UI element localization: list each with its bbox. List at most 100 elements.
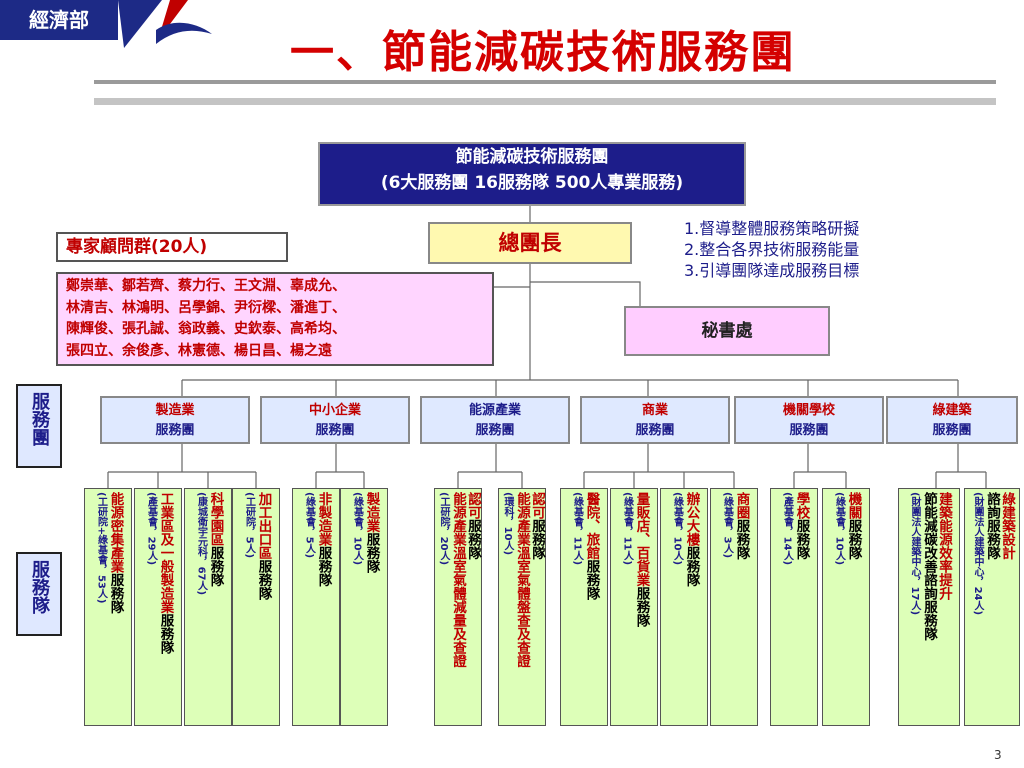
team-name-main: 綠建築設計 (999, 492, 1015, 560)
experts-line: 鄭崇華、鄒若齊、蔡力行、王文淵、辜成允、 (66, 278, 346, 294)
team-non-manufacturing: 非製造業服務隊 (綠基會，5人) (292, 488, 340, 726)
group-suffix: 服務團 (475, 423, 515, 438)
team-name: 製造業服務隊 (363, 492, 380, 725)
team-note: (綠基會，10人) (671, 492, 683, 566)
team-name: 非製造業服務隊 (315, 492, 332, 725)
team-agencies: 機關服務隊 (綠基會，10人) (822, 488, 870, 726)
team-name-head: 認可服務隊 (529, 492, 545, 725)
team-note: (工研院+綠基會，53人) (95, 492, 107, 604)
logo-swoosh-icon (118, 0, 212, 48)
team-name-suffix: 服務隊 (683, 546, 700, 587)
team-export-zone: 加工出口區服務隊 (工研院，5人) (232, 488, 280, 726)
team-name-head: 認可服務隊 (465, 492, 481, 725)
team-note: (財團法人建築中心，17人) (909, 492, 920, 616)
team-note: (環科，10人) (502, 492, 513, 556)
team-note: (財團法人建築中心，24人) (972, 492, 983, 616)
team-name-suffix: 服務隊 (733, 519, 750, 560)
label-service-teams: 服務隊 (16, 552, 62, 636)
team-name-main: 能源密集產業 (107, 492, 124, 573)
team-name: 能源密集產業服務隊 (107, 492, 124, 725)
group-suffix: 服務團 (932, 423, 972, 438)
team-name: 加工出口區服務隊 (255, 492, 272, 725)
team-name: 學校服務隊 (793, 492, 810, 725)
team-name-suffix: 服務隊 (157, 613, 174, 655)
team-name-main: 機關 (845, 492, 862, 519)
team-office-building: 辦公大樓服務隊 (綠基會，10人) (660, 488, 708, 726)
team-name-prefix: 認可 (465, 492, 481, 519)
team-name-main: 醫院、旅館 (583, 492, 600, 560)
experts-line: 張四立、余俊彥、林憲德、楊日昌、楊之遠 (66, 342, 332, 359)
team-note: (綠基會，3人) (721, 492, 733, 559)
group-name: 商業 (641, 403, 668, 418)
team-note: (康城衛宇元科，67人) (195, 492, 207, 596)
general-manager-box: 總團長 (428, 222, 632, 264)
group-name: 機關學校 (782, 403, 835, 418)
team-name-main: 工業區及一般製造業 (157, 492, 174, 614)
group-manufacturing: 製造業 服務團 (100, 396, 250, 444)
page-number: 3 (994, 748, 1002, 762)
team-name: 機關服務隊 (845, 492, 862, 725)
team-name-suffix: 節能減碳改善諮詢服務隊 (921, 492, 937, 641)
team-name-main: 能源產業溫室氣體盤查及查證 (514, 492, 530, 668)
team-note: (產基會，14人) (781, 492, 793, 566)
task-item: 1.督導整體服務策略研擬 (684, 219, 860, 238)
group-sme: 中小企業 服務團 (260, 396, 410, 444)
group-commerce: 商業 服務團 (580, 396, 730, 444)
connector-team-bar-2 (315, 444, 365, 488)
group-name: 綠建築 (932, 403, 972, 418)
team-note: (綠基會，11人) (571, 492, 583, 566)
ministry-logo: 經濟部 (0, 0, 118, 40)
team-science-park: 科學園區服務隊 (康城衛宇元科，67人) (184, 488, 232, 726)
team-manufacturing: 製造業服務隊 (綠基會，10人) (340, 488, 388, 726)
connector-team-bar-1 (107, 444, 257, 488)
team-name-suffix: 服務隊 (633, 586, 650, 628)
group-name: 能源產業 (468, 403, 521, 418)
connector-team-bar-3 (457, 444, 523, 488)
team-name-main: 加工出口區 (255, 492, 272, 560)
title-rule-bottom (94, 98, 996, 105)
team-retail: 量販店、百貨業服務隊 (綠基會，11人) (610, 488, 658, 726)
team-schools: 學校服務隊 (產基會，14人) (770, 488, 818, 726)
group-suffix: 服務團 (155, 423, 195, 438)
team-hospital-hotel: 醫院、旅館服務隊 (綠基會，11人) (560, 488, 608, 726)
experts-line: 林清吉、林鴻明、呂學錦、尹衍樑、潘進丁、 (66, 299, 346, 316)
secretariat-box: 秘書處 (624, 306, 830, 356)
team-name-suffix: 服務隊 (107, 573, 124, 614)
team-name: 工業區及一般製造業服務隊 (157, 492, 174, 725)
experts-line: 陳輝俊、張孔誠、翁政義、史欽泰、高希均、 (66, 321, 346, 337)
group-name: 中小企業 (308, 403, 361, 418)
team-name-suffix: 服務隊 (255, 559, 272, 601)
experts-list: 鄭崇華、鄒若齊、蔡力行、王文淵、辜成允、 林清吉、林鴻明、呂學錦、尹衍樑、潘進丁… (56, 272, 494, 366)
team-energy-intensive: 能源密集產業服務隊 (工研院+綠基會，53人) (84, 488, 132, 726)
group-suffix: 服務團 (789, 423, 829, 438)
team-name-suffix: 服務隊 (529, 519, 545, 560)
slide-title: 一、節能減碳技術服務團 (290, 27, 796, 78)
team-note: (工研院，20人) (438, 492, 449, 566)
team-note: (綠基會，10人) (833, 492, 845, 566)
team-business-district: 商圈服務隊 (綠基會，3人) (710, 488, 758, 726)
team-name-suffix: 服務隊 (845, 519, 862, 560)
org-root-box: 節能減碳技術服務團 (6大服務團 16服務隊 500人專業服務) (318, 142, 746, 206)
experts-title: 專家顧問群(20人) (56, 232, 288, 262)
group-green-building: 綠建築 服務團 (886, 396, 1018, 444)
team-name: 商圈服務隊 (733, 492, 750, 725)
task-item: 2.整合各界技術服務能量 (684, 240, 860, 259)
team-name-suffix: 服務隊 (465, 519, 481, 560)
org-root-title: 節能減碳技術服務團 (455, 147, 609, 167)
label-service-teams-text: 服務隊 (29, 560, 50, 614)
team-name-main: 非製造業 (315, 492, 332, 546)
team-note: (綠基會，5人) (303, 492, 315, 559)
team-name-suffix: 諮詢服務隊 (984, 492, 1000, 560)
connector-team-bar-5 (793, 444, 847, 488)
team-name-main: 製造業 (363, 492, 380, 533)
team-ghg-reduction: 認可服務隊 能源產業溫室氣體減量及查證 (工研院，20人) (434, 488, 482, 726)
team-name: 辦公大樓服務隊 (683, 492, 700, 725)
group-name: 製造業 (155, 403, 195, 418)
connector-group-drops (181, 380, 959, 396)
team-name-suffix: 服務隊 (793, 519, 810, 560)
label-service-groups: 服務團 (16, 384, 62, 468)
task-item: 3.引導團隊達成服務目標 (684, 261, 860, 280)
team-note: (綠基會，11人) (621, 492, 633, 566)
team-note: (綠基會，10人) (351, 492, 363, 566)
